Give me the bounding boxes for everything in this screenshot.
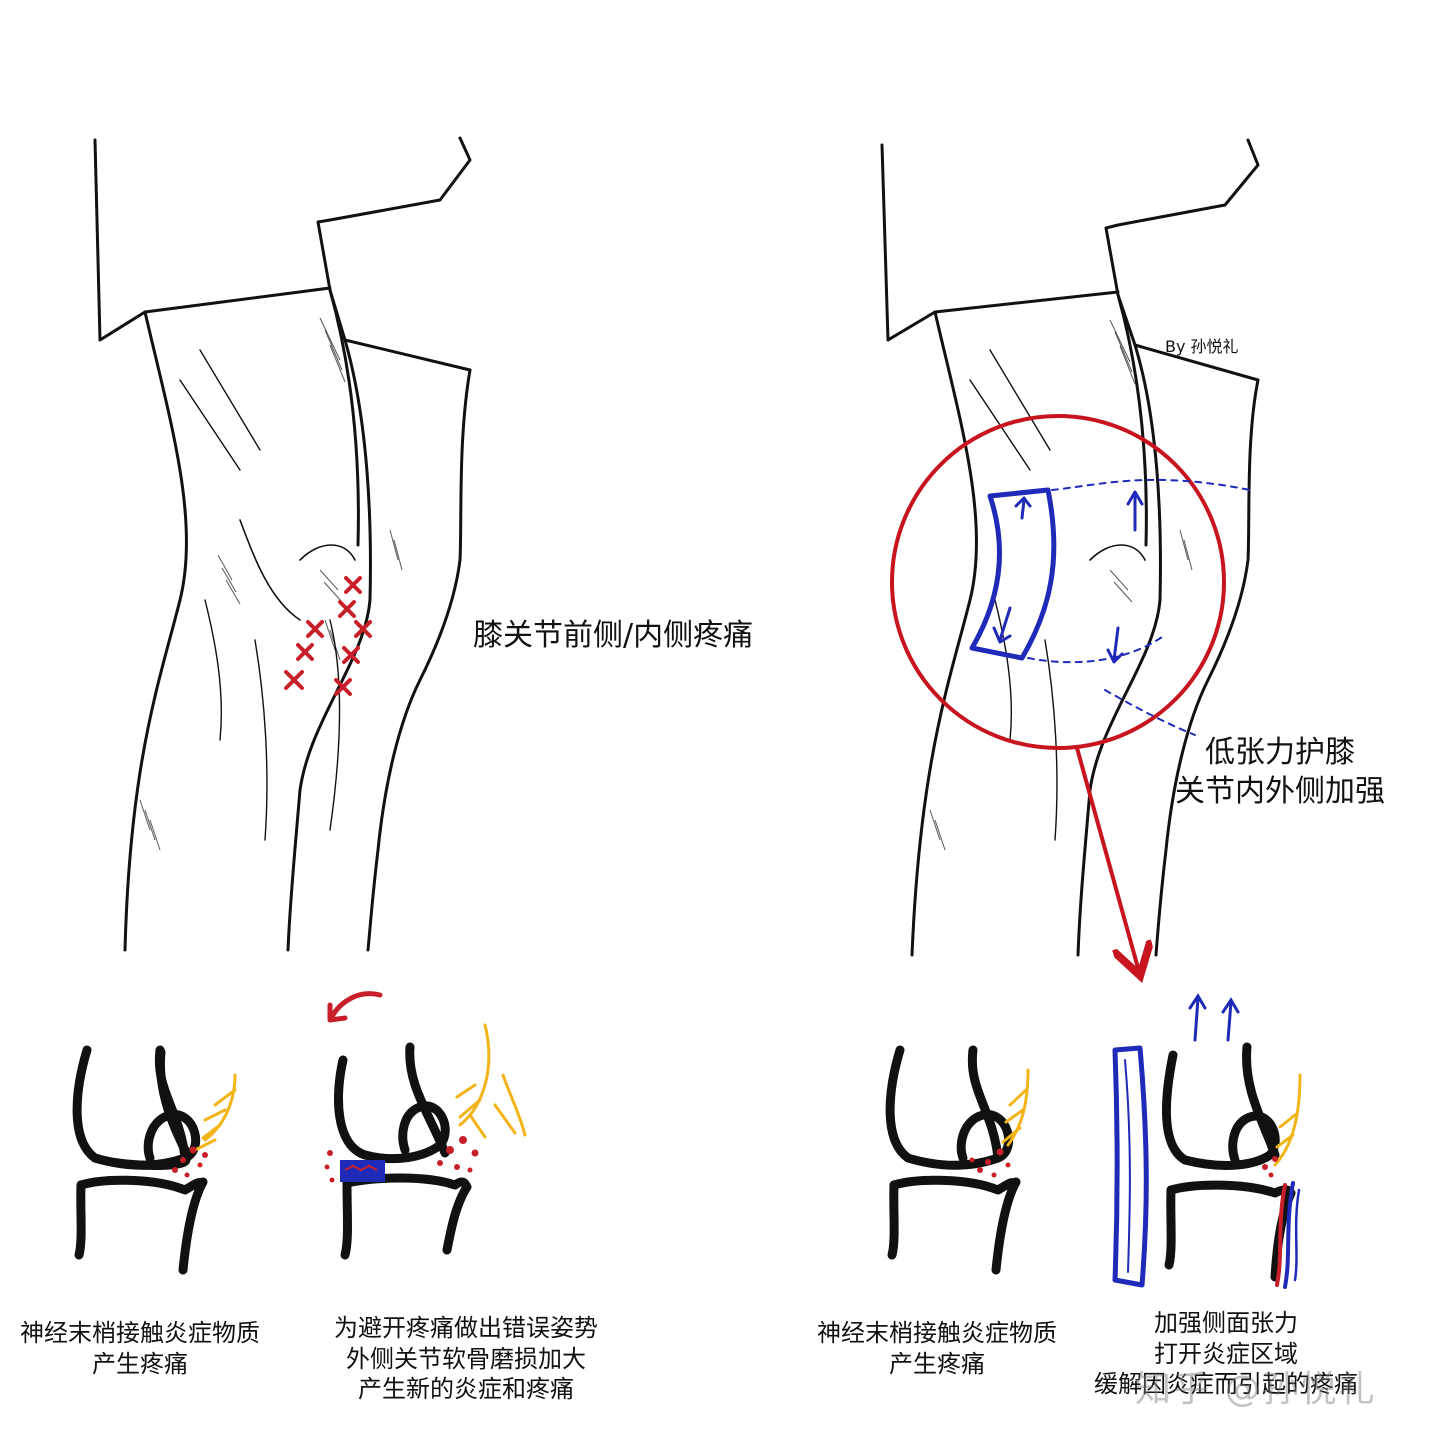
left-pain-label: 膝关节前侧/内侧疼痛 (473, 618, 754, 653)
cartilage-wear (340, 1160, 385, 1182)
red-pointer-arrow (1075, 747, 1138, 968)
watermark: 知乎 @孙悦礼 (1135, 1369, 1377, 1410)
highlight-circle (890, 414, 1226, 750)
pain-marks (284, 576, 372, 696)
joint-diagram-4 (1161, 1042, 1302, 1289)
brace-strip-illustration (1112, 1045, 1149, 1288)
curved-red-arrow (327, 991, 383, 1023)
caption-joint-4: 加强侧面张力 打开炎症区域 缓解因炎症而引起的疼痛 (1094, 1309, 1358, 1399)
joint-diagram-1 (72, 1045, 237, 1275)
caption-joint-3: 神经末梢接触炎症物质 产生疼痛 (817, 1319, 1057, 1378)
caption-joint-1: 神经末梢接触炎症物质 产生疼痛 (20, 1319, 260, 1378)
joint-diagram-3 (885, 1045, 1030, 1275)
left-leg-hatching (139, 317, 403, 851)
right-leg-drawing (880, 138, 1260, 957)
artist-signature: By 孙悦礼 (1165, 337, 1239, 356)
right-leg-hatching (929, 319, 1193, 851)
joint-diagram-2 (324, 1023, 527, 1260)
right-brace-label: 低张力护膝 关节内外侧加强 (1175, 735, 1385, 809)
knee-brace-strip (969, 478, 1251, 736)
up-arrows (1188, 993, 1240, 1042)
caption-joint-2: 为避开疼痛做出错误姿势 外侧关节软骨磨损加大 产生新的炎症和疼痛 (334, 1314, 598, 1404)
left-leg-drawing (93, 136, 472, 952)
